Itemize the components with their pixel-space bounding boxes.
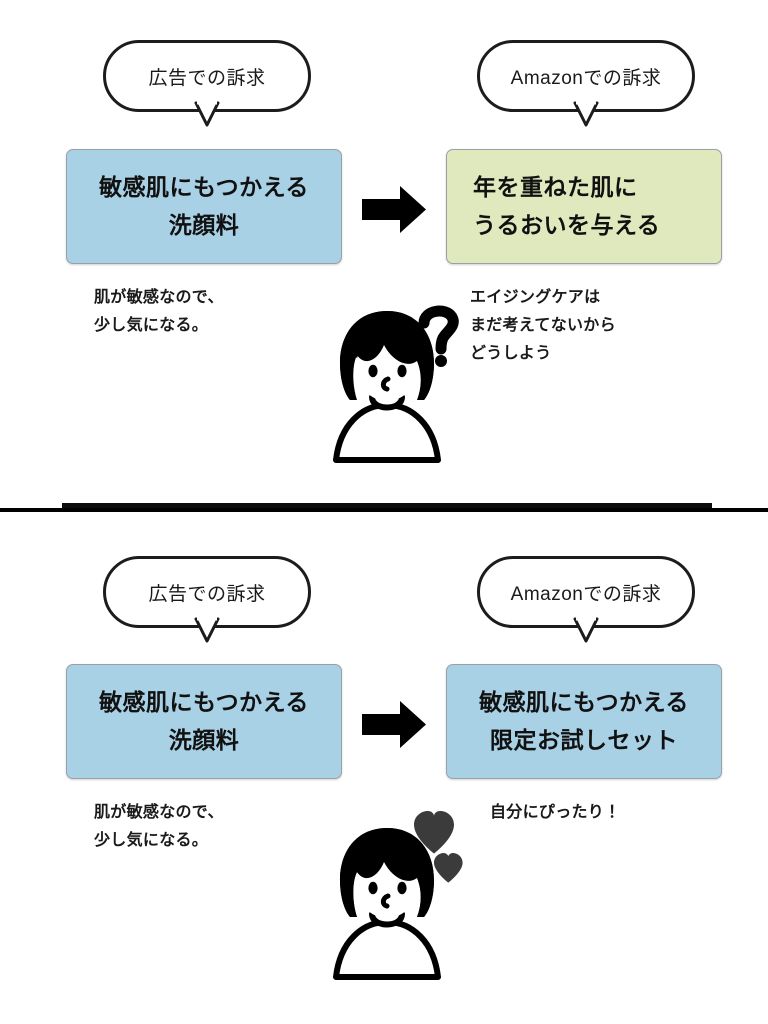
claim-box-ad-top: 敏感肌にもつかえる 洗顔料 [66, 149, 342, 264]
bubble-label: Amazonでの訴求 [510, 67, 662, 89]
divider-thick-bar [62, 503, 712, 512]
claim-line: うるおいを与える [473, 211, 661, 238]
bubble-label: 広告での訴求 [148, 67, 266, 89]
divider-thin-rule [0, 508, 768, 512]
bubble-amazon-claim-top: Amazonでの訴求 [477, 40, 695, 127]
bubble-tail-icon [194, 99, 220, 127]
claim-box-amazon-bottom: 敏感肌にもつかえる 限定お試しセット [446, 664, 722, 779]
caption-user-reaction-right-top: エイジングケアは まだ考えてないから どうしよう [470, 289, 616, 362]
claim-line: 洗顔料 [168, 726, 240, 753]
bubble-ad-claim-bottom: 広告での訴求 [103, 556, 311, 643]
claim-line: 年を重ねた肌に [473, 174, 638, 201]
person-confused-illustration [333, 305, 459, 463]
caption-user-reaction-left-bottom: 肌が敏感なので、 少し気になる。 [94, 804, 224, 849]
claim-line: 洗顔料 [168, 211, 240, 238]
bubble-amazon-claim-bottom: Amazonでの訴求 [477, 556, 695, 643]
claim-line: 限定お試しセット [490, 726, 678, 753]
bubble-label: Amazonでの訴求 [510, 583, 662, 605]
caption-user-reaction-right-bottom: 自分にぴったり！ [490, 804, 621, 821]
bubble-tail-icon [194, 615, 220, 643]
bubble-tail-icon [573, 615, 599, 643]
bubble-ad-claim-top: 広告での訴求 [103, 40, 311, 127]
claim-line: 敏感肌にもつかえる [99, 689, 309, 716]
right-arrow-icon [362, 186, 426, 233]
section-divider [0, 503, 768, 512]
right-arrow-icon [362, 701, 426, 748]
bubble-tail-icon [573, 99, 599, 127]
panel-mismatch: 広告での訴求 Amazonでの訴求 敏感肌にもつかえる 洗顔料 年を重ねた肌に … [0, 0, 768, 500]
claim-line: 敏感肌にもつかえる [479, 689, 689, 716]
claim-box-ad-bottom: 敏感肌にもつかえる 洗顔料 [66, 664, 342, 779]
person-happy-illustration [333, 811, 463, 980]
bubble-label: 広告での訴求 [148, 583, 266, 605]
claim-line: 敏感肌にもつかえる [99, 174, 309, 201]
panel-match: 広告での訴求 Amazonでの訴求 敏感肌にもつかえる 洗顔料 敏感肌にもつかえ… [0, 512, 768, 1024]
caption-user-reaction-left-top: 肌が敏感なので、 少し気になる。 [94, 289, 224, 334]
claim-box-amazon-top: 年を重ねた肌に うるおいを与える [446, 149, 722, 264]
